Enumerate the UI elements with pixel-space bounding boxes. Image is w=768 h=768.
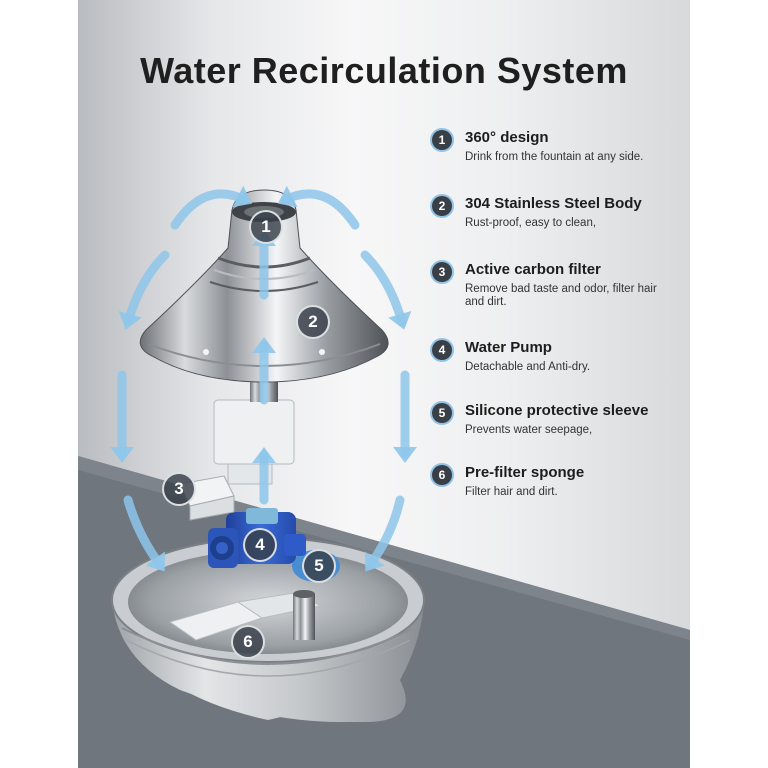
feature-title: Pre-filter sponge [465, 464, 585, 481]
flow-arrow-shaft [280, 189, 360, 230]
flow-arrow-head [232, 185, 253, 208]
page-title: Water Recirculation System [140, 50, 628, 91]
flow-arrow-head [118, 311, 142, 330]
flow-arrow-shaft [123, 250, 170, 327]
feature-number-badge: 5 [432, 403, 452, 423]
feature-title: Water Pump [465, 339, 552, 356]
feature-title: Active carbon filter [465, 261, 601, 278]
flow-arrow-shaft [365, 495, 405, 570]
marker-3: 3 [162, 472, 196, 506]
flow-arrow-head [365, 551, 385, 572]
flow-arrow-shaft [360, 250, 407, 327]
feature-description: Remove bad taste and odor, filter hair a… [465, 283, 657, 308]
feature-title: 304 Stainless Steel Body [465, 195, 642, 212]
flow-arrow-head [388, 311, 412, 330]
marker-5: 5 [302, 549, 336, 583]
flow-arrow-shaft [170, 189, 250, 230]
feature-title: Silicone protective sleeve [465, 402, 649, 419]
feature-number-badge: 6 [432, 465, 452, 485]
feature-description: Drink from the fountain at any side. [465, 151, 644, 163]
marker-1: 1 [249, 210, 283, 244]
marker-4: 4 [243, 528, 277, 562]
filter-housing [213, 373, 295, 485]
feature-number-badge: 2 [432, 196, 452, 216]
marker-2: 2 [296, 305, 330, 339]
feature-title: 360° design [465, 129, 549, 146]
feature-description: Filter hair and dirt. [465, 486, 558, 498]
flow-arrow-head [145, 551, 165, 572]
feature-number-badge: 4 [432, 340, 452, 360]
feature-number-badge: 1 [432, 130, 452, 150]
feature-description: Detachable and Anti-dry. [465, 361, 591, 373]
flow-arrow-head [277, 185, 298, 208]
flow-arrow-head [252, 337, 276, 353]
flow-arrow-head [393, 447, 417, 463]
marker-6: 6 [231, 625, 265, 659]
feature-description: Rust-proof, easy to clean, [465, 217, 597, 229]
flow-arrow-shaft [123, 495, 165, 570]
flow-arrow-head [110, 447, 134, 463]
flow-arrow-head [252, 447, 276, 463]
feature-description: Prevents water seepage, [465, 424, 593, 436]
feature-number-badge: 3 [432, 262, 452, 282]
outlet-pipe [293, 590, 315, 640]
